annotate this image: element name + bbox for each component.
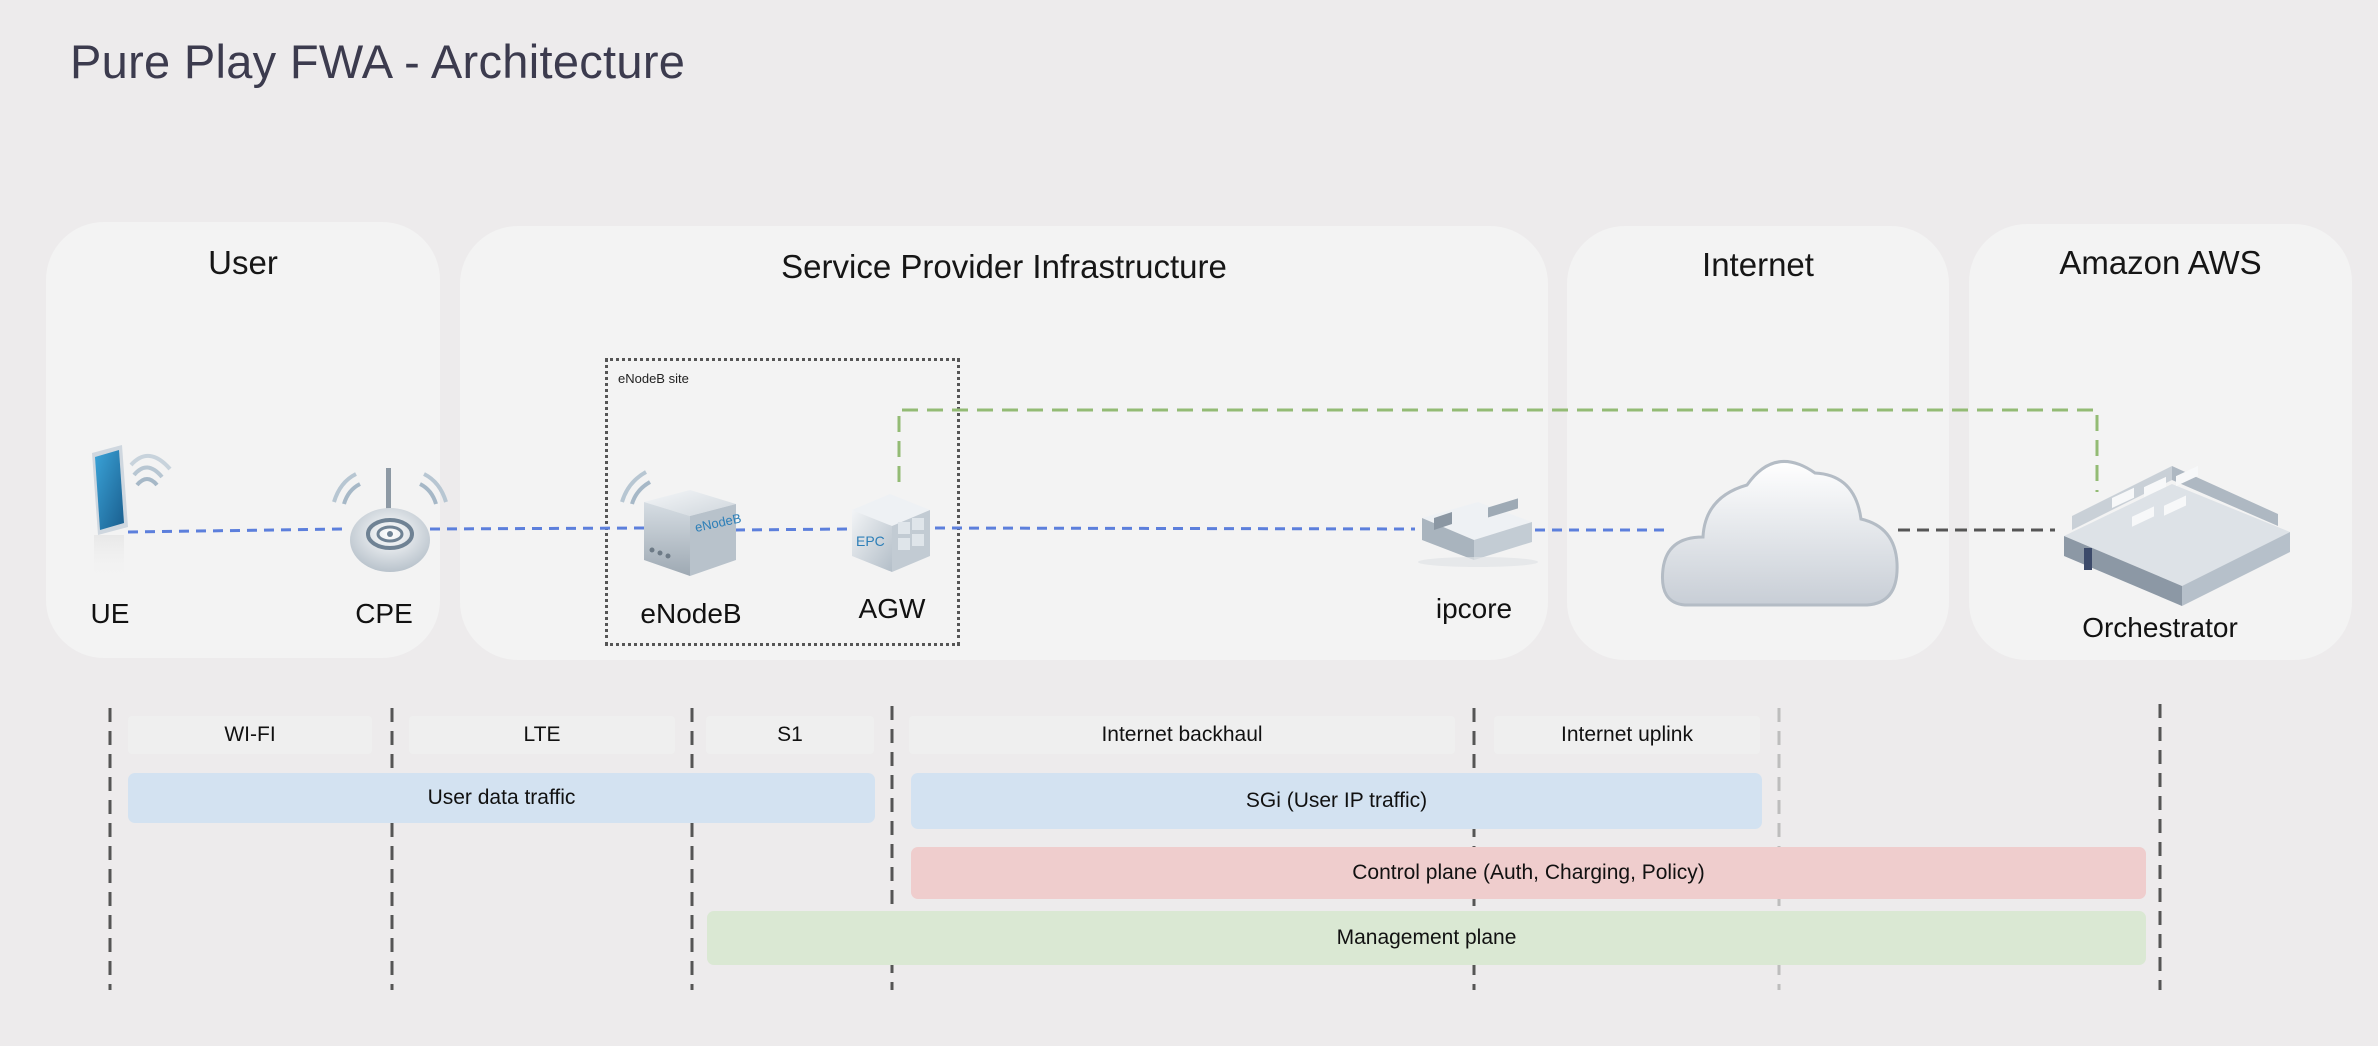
segment-internet-backhaul: Internet backhaul [909,716,1455,754]
band-control-plane: Control plane (Auth, Charging, Policy) [911,847,2146,899]
band-sgi: SGi (User IP traffic) [911,773,1762,829]
router-icon [332,468,448,572]
user-panel: User [46,222,440,658]
ipcore-icon [1418,498,1538,567]
label-enodeb: eNodeB [640,598,742,629]
segment-wifi: WI-FI [128,716,372,754]
data-link-ue-cpe [127,527,346,534]
service-provider-panel-title: Service Provider Infrastructure [781,248,1227,285]
enodeb-icon: eNodeB [620,470,742,576]
aws-panel-title: Amazon AWS [2059,244,2262,281]
enodeb-site-label: eNodeB site [618,371,689,386]
internet-panel-title: Internet [1702,246,1814,283]
user-panel-title: User [208,244,278,281]
segment-s1: S1 [706,716,874,754]
agw-badge-text: EPC [856,533,885,549]
management-link-agw-orchestrator [897,408,2099,492]
label-agw: AGW [858,593,926,624]
datacenter-icon [2064,465,2290,606]
data-link-cpe-enodeb [429,526,646,531]
label-ue: UE [90,598,130,629]
agw-icon: EPC [852,494,930,572]
band-user-data-traffic: User data traffic [128,773,875,823]
page-title: Pure Play FWA - Architecture [70,35,686,88]
service-provider-panel: Service Provider Infrastructure [460,226,1548,660]
enodeb-site-box: eNodeB site [605,358,960,646]
phone-icon [92,445,172,580]
segment-internet-uplink: Internet uplink [1494,716,1760,754]
segment-lte: LTE [409,716,675,754]
label-ipcore: ipcore [1435,593,1513,624]
data-link-enodeb-agw [734,527,851,532]
label-cpe: CPE [355,598,413,629]
band-management-plane: Management plane [707,911,2146,965]
cloud-icon [1660,459,1899,607]
label-orchestrator: Orchestrator [2082,612,2238,643]
data-link-agw-ipcore [934,526,1416,531]
